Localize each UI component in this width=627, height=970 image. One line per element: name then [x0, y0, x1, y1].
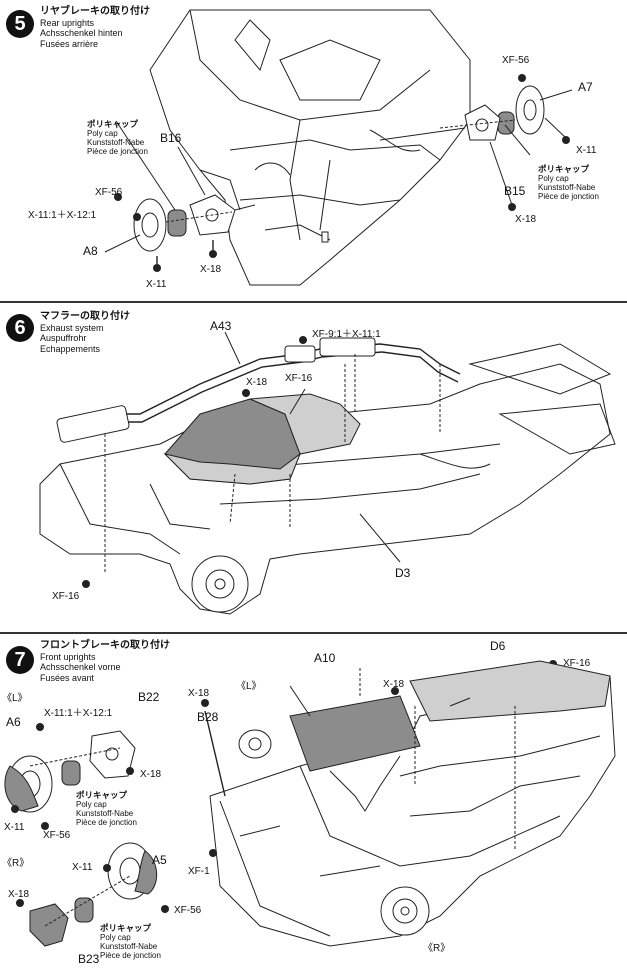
polycap-front-r-de: Kunststoff-Nabe — [100, 942, 158, 951]
label-a43: A43 — [210, 319, 232, 333]
polycap-right-de: Kunststoff-Nabe — [538, 183, 596, 192]
step-7-illustration — [4, 660, 616, 947]
label-xf56-left: XF-56 — [95, 187, 123, 198]
step-7: 7 フロントブレーキの取り付け Front uprights Achsschen… — [0, 636, 627, 970]
label-a8: A8 — [83, 244, 98, 258]
step-5-title-fr: Fusées arrière — [40, 38, 99, 49]
polycap-left-de: Kunststoff-Nabe — [87, 138, 145, 147]
step-7-title-jp: フロントブレーキの取り付け — [40, 640, 170, 651]
polycap-right-fr: Pièce de jonction — [538, 192, 599, 201]
step-7-title-en: Front uprights — [40, 651, 96, 662]
step-6-illustration — [39, 331, 616, 615]
polycap-front-r-jp: ポリキャップ — [100, 923, 152, 933]
label-d6: D6 — [490, 639, 506, 653]
step-5: 5 リヤブレーキの取り付け Rear uprights Achsschenkel… — [0, 0, 627, 300]
label-b16: B16 — [160, 131, 182, 145]
label-xf16-top: XF-16 — [285, 373, 313, 384]
label-a6: A6 — [6, 715, 21, 729]
polycap-note-left: ポリキャップ Poly cap Kunststoff-Nabe Pièce de… — [87, 119, 148, 157]
label-x11-12-front: X-11:1＋X-12:1 — [44, 708, 113, 719]
step-7-title-de: Achsschenkel vorne — [40, 662, 121, 672]
label-xf56-r: XF-56 — [174, 905, 202, 916]
polycap-note-right: ポリキャップ Poly cap Kunststoff-Nabe Pièce de… — [538, 164, 599, 202]
step-6-number: 6 — [6, 314, 34, 342]
label-l-mid: 《L》 — [236, 681, 262, 692]
polycap-front-l-de: Kunststoff-Nabe — [76, 809, 134, 818]
label-a10: A10 — [314, 651, 336, 665]
label-x18-left: X-18 — [200, 264, 222, 275]
step-6-title-en: Exhaust system — [40, 322, 104, 333]
step-7-title: フロントブレーキの取り付け Front uprights Achsschenke… — [40, 640, 170, 683]
step-5-title-de: Achsschenkel hinten — [40, 28, 123, 38]
step-5-title-jp: リヤブレーキの取り付け — [40, 6, 150, 17]
step-5-number: 5 — [6, 10, 34, 38]
step-5-title: リヤブレーキの取り付け Rear uprights Achsschenkel h… — [40, 6, 150, 49]
label-r-left: 《R》 — [2, 858, 30, 869]
divider-5-6 — [0, 301, 627, 303]
label-a5: A5 — [152, 853, 167, 867]
step-6-title: マフラーの取り付け Exhaust system Auspuffrohr Ech… — [40, 311, 130, 354]
label-xf56-right: XF-56 — [502, 55, 530, 66]
label-d3: D3 — [395, 566, 411, 580]
polycap-left-jp: ポリキャップ — [87, 119, 139, 129]
label-xf56-l: XF-56 — [43, 830, 71, 841]
label-b28: B28 — [197, 710, 219, 724]
label-b23: B23 — [78, 952, 100, 966]
step-5-illustration — [104, 9, 573, 286]
polycap-front-r-en: Poly cap — [100, 933, 131, 942]
label-b22: B22 — [138, 690, 160, 704]
polycap-front-l-fr: Pièce de jonction — [76, 818, 137, 827]
label-x11-12: X-11:1＋X-12:1 — [28, 210, 97, 221]
label-x11-r: X-11 — [72, 862, 93, 873]
label-xf16-front: XF-16 — [563, 658, 591, 669]
label-r-bottom: 《R》 — [423, 943, 451, 954]
step-6: 6 マフラーの取り付け Exhaust system Auspuffrohr E… — [0, 304, 627, 630]
label-xf16-left: XF-16 — [52, 591, 80, 602]
label-x18-top: X-18 — [188, 688, 210, 699]
label-x18: X-18 — [246, 377, 268, 388]
step-5-title-en: Rear uprights — [40, 17, 95, 28]
label-x11-right: X-11 — [576, 145, 597, 156]
polycap-left-fr: Pièce de jonction — [87, 147, 148, 156]
polycap-right-jp: ポリキャップ — [538, 164, 590, 174]
polycap-note-front-r: ポリキャップ Poly cap Kunststoff-Nabe Pièce de… — [100, 923, 161, 961]
label-x11-l: X-11 — [4, 822, 25, 833]
divider-6-7 — [0, 632, 627, 634]
label-x18-r: X-18 — [8, 889, 30, 900]
step-6-title-jp: マフラーの取り付け — [40, 311, 130, 322]
label-x11-bottom: X-11 — [146, 279, 167, 290]
label-b15: B15 — [504, 184, 526, 198]
polycap-front-l-en: Poly cap — [76, 800, 107, 809]
polycap-note-front-l: ポリキャップ Poly cap Kunststoff-Nabe Pièce de… — [76, 790, 137, 828]
label-xf1: XF-1 — [188, 866, 210, 877]
polycap-left-en: Poly cap — [87, 129, 118, 138]
step-7-number: 7 — [6, 646, 34, 674]
polycap-front-r-fr: Pièce de jonction — [100, 951, 161, 960]
label-l-left: 《L》 — [2, 693, 28, 704]
label-x18-l: X-18 — [140, 769, 162, 780]
polycap-front-l-jp: ポリキャップ — [76, 790, 128, 800]
label-x18-mid: X-18 — [383, 679, 405, 690]
label-xf9-x11: XF-9:1＋X-11:1 — [312, 329, 381, 340]
label-a7: A7 — [578, 80, 593, 94]
step-6-title-de: Auspuffrohr — [40, 333, 87, 343]
label-x18-right: X-18 — [515, 214, 537, 225]
polycap-right-en: Poly cap — [538, 174, 569, 183]
step-6-title-fr: Echappements — [40, 343, 101, 354]
step-7-title-fr: Fusées avant — [40, 672, 95, 683]
